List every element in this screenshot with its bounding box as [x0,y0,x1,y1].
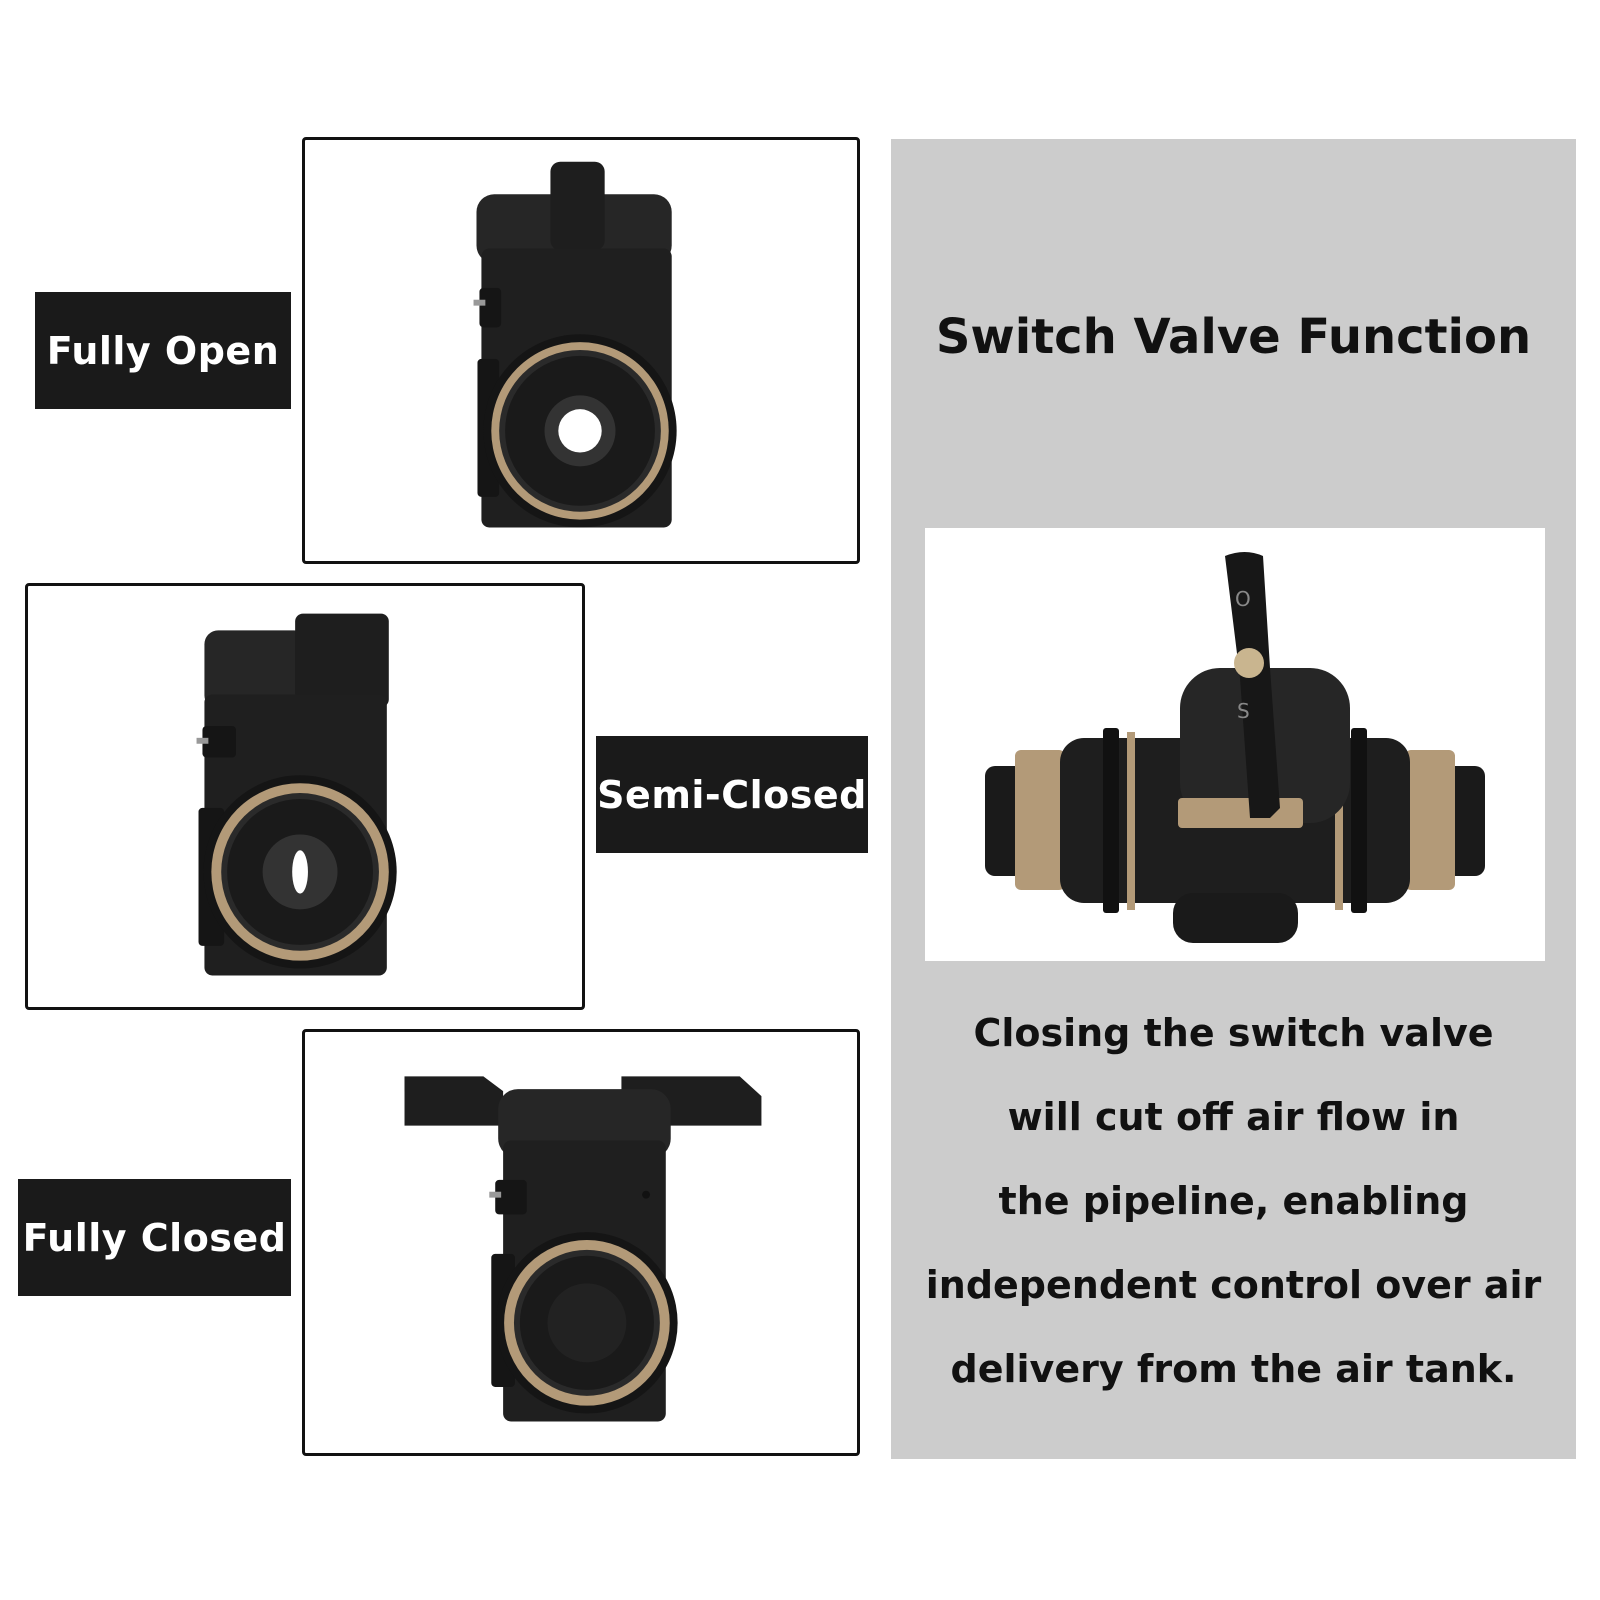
valve-semi-closed-image [196,613,397,976]
fully-open-label: Fully Open [35,292,291,409]
valve-fully-open-image [473,161,677,528]
description-line: will cut off air flow in [1007,1095,1460,1139]
semi-closed-label: Semi-Closed [596,736,868,853]
panel-title: Switch Valve Function [935,309,1532,365]
function-description: Closing the switch valve will cut off ai… [891,991,1576,1411]
valve-product-image: O S [985,552,1485,943]
description-line: Closing the switch valve [973,1011,1494,1055]
semi-closed-image-frame [25,583,585,1010]
switch-valve-function-panel: Switch Valve Function O S Closing the sw… [891,139,1576,1459]
description-line: the pipeline, enabling [998,1179,1469,1223]
handle-marking-s: S [1237,699,1250,723]
description-line: delivery from the air tank. [950,1347,1517,1391]
fully-open-image-frame [302,137,860,564]
fully-closed-label: Fully Closed [18,1179,291,1296]
fully-closed-image-frame [302,1029,860,1456]
description-line: independent control over air [925,1263,1542,1307]
product-photo: O S [925,528,1545,961]
valve-fully-closed-image [404,1076,762,1422]
handle-marking-o: O [1235,587,1251,611]
